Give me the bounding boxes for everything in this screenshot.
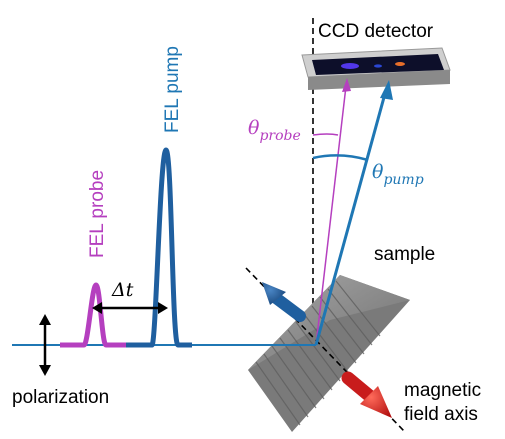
- fel-probe-label: FEL probe: [87, 170, 108, 258]
- ccd-detector-label: CCD detector: [318, 21, 434, 42]
- pump-reflected-beam: [314, 89, 388, 346]
- theta-pump-arc: [312, 154, 369, 162]
- magnetic-label-line1: magnetic: [404, 380, 481, 401]
- theta-pump-label: θpump: [372, 161, 424, 188]
- delay-arrow: [92, 302, 168, 314]
- fel-pump-pulse: [126, 147, 192, 348]
- magnetic-field-arrow: [341, 371, 392, 418]
- probe-reflected-beam: [315, 85, 347, 346]
- sample-label: sample: [374, 244, 435, 265]
- sample: [248, 275, 410, 432]
- theta-probe-label: θprobe: [248, 117, 301, 144]
- theta-probe-arc: [312, 133, 339, 136]
- fel-pump-label: FEL pump: [162, 46, 183, 133]
- ccd-detector: [301, 47, 451, 90]
- delta-t-label: Δt: [111, 279, 134, 301]
- fel-probe-pulse: [60, 282, 126, 348]
- polarization-arrow: [39, 314, 51, 376]
- probe-beam-arrowhead: [342, 78, 351, 92]
- moment-arrow: [262, 282, 306, 322]
- polarization-label: polarization: [12, 387, 109, 408]
- magnetic-label-line2: field axis: [404, 404, 478, 425]
- pump-beam-arrowhead: [380, 80, 393, 100]
